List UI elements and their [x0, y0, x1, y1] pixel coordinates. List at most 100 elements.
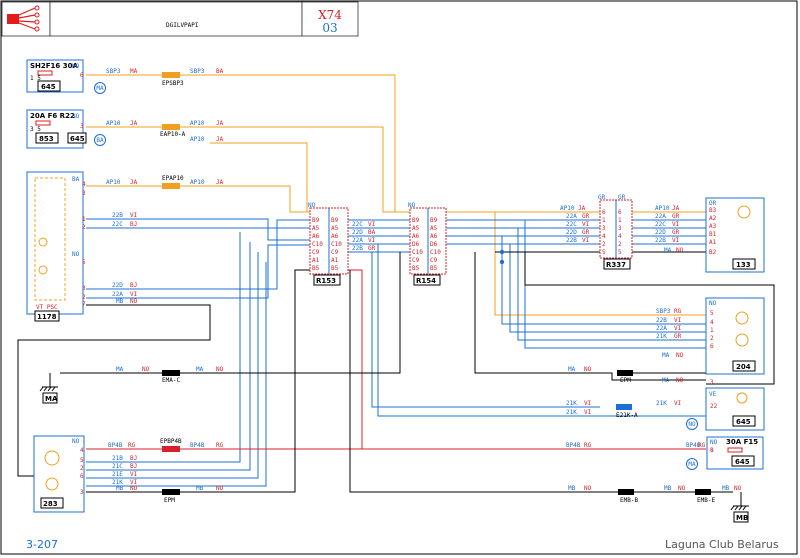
- svg-text:20A F6 R22: 20A F6 R22: [30, 112, 75, 120]
- wire-label: 21E: [112, 471, 123, 478]
- wire-label: 21C: [112, 463, 123, 470]
- splice-epm-left: [162, 489, 180, 495]
- connector-head-label: NO: [408, 202, 416, 209]
- wire-label: VI: [674, 325, 682, 332]
- svg-text:3 5: 3 5: [30, 126, 41, 133]
- connector-pin-label: 6: [602, 209, 606, 216]
- connector-pin-label: B5: [312, 265, 320, 272]
- connector-head-label: GR: [598, 194, 606, 201]
- svg-text:EPBP4B: EPBP4B: [160, 438, 182, 445]
- wire-label: AP10: [190, 120, 205, 127]
- svg-text:EPM: EPM: [164, 497, 175, 504]
- wire-label: 22C: [655, 221, 666, 228]
- wire-label: SBP3: [656, 308, 671, 315]
- wire-label: 22C: [352, 221, 363, 228]
- svg-text:645: 645: [70, 135, 85, 143]
- connector-pin-label: 6: [618, 209, 622, 216]
- fuse-icon: [35, 120, 51, 126]
- wire-label: 22D: [655, 229, 666, 236]
- wire-label: 21K: [566, 409, 577, 416]
- pin-number: A3: [709, 223, 717, 230]
- svg-text:645: 645: [736, 418, 751, 426]
- pin-number: 6: [80, 473, 84, 480]
- connector-pin-label: A6: [312, 233, 320, 240]
- wire-label: BJ: [130, 221, 137, 228]
- wire-label: 21K: [656, 333, 667, 340]
- connector-pin-label: D6: [412, 241, 420, 248]
- connector-pin-label: A5: [331, 225, 339, 232]
- wire-label: RG: [674, 308, 682, 315]
- svg-text:853: 853: [39, 135, 54, 143]
- wire-label: GR: [368, 245, 376, 252]
- earth-mb: MB: [730, 492, 749, 523]
- connector-pin-label: A1: [312, 257, 320, 264]
- wire-label: NO: [216, 485, 224, 492]
- connector-pin-label: 4: [618, 233, 622, 240]
- svg-text:EMB-B: EMB-B: [620, 497, 638, 504]
- motor-icon: [38, 265, 48, 275]
- wire-label: NO: [676, 247, 684, 254]
- fuse-box-f15: 30A F15 645 NO 8: [706, 436, 764, 470]
- wire-label: MB: [116, 485, 124, 492]
- svg-text:OR: OR: [709, 200, 717, 207]
- connector-pin-label: C10: [412, 249, 423, 256]
- wire-label: VI: [672, 221, 680, 228]
- component-1178: BA NO VT PSC 1178: [26, 171, 84, 322]
- wire-label: 21B: [112, 455, 123, 462]
- fuse-box-f6-r22: 20A F6 R22 3 5 853 645 NO 3: [26, 109, 87, 149]
- connector-pin-label: C9: [312, 249, 320, 256]
- svg-text:8: 8: [710, 447, 714, 454]
- pin-number: 5: [80, 457, 84, 464]
- wire-label: MA: [568, 366, 576, 373]
- component-204: NO 204: [705, 297, 765, 375]
- connector-pin-label: 1: [618, 217, 622, 224]
- svg-text:EMA-C: EMA-C: [162, 377, 180, 384]
- splice-epbp4b: [162, 446, 180, 452]
- pin-number: 7: [82, 301, 86, 308]
- pin-number: 3: [82, 285, 86, 292]
- pin-number: 2: [82, 294, 86, 301]
- component-133: OR 133: [705, 197, 765, 273]
- wire-label: BP4B: [108, 442, 123, 449]
- svg-text:NO: NO: [72, 251, 80, 258]
- circle-tag-ma-2: MA: [688, 461, 696, 468]
- svg-text:1 5: 1 5: [30, 75, 41, 82]
- junction-dot: [499, 249, 505, 255]
- connector-pin-label: B5: [331, 265, 339, 272]
- wire-label: VI: [582, 221, 590, 228]
- junction-dot: [499, 259, 505, 265]
- connector-pin-label: A6: [430, 233, 438, 240]
- wire-label: JA: [130, 179, 138, 186]
- wire-label: VI: [674, 317, 682, 324]
- wire-label: MA: [196, 366, 204, 373]
- wire-label: JA: [216, 179, 224, 186]
- connector-pin-label: A6: [331, 233, 339, 240]
- wire-label: AP10: [560, 205, 575, 212]
- svg-text:30A F15: 30A F15: [726, 438, 758, 446]
- wire-label: RG: [216, 442, 224, 449]
- wire-label: NO: [130, 485, 138, 492]
- svg-text:EAP10-A: EAP10-A: [160, 131, 186, 138]
- connector-pin-label: A5: [312, 225, 320, 232]
- wire-label: 22A: [112, 291, 123, 298]
- pin-number: 2: [82, 224, 86, 231]
- pin-number: 1: [710, 327, 714, 334]
- wire-label: 21K: [566, 400, 577, 407]
- wire-label: MA: [130, 68, 138, 75]
- wire-label: VI: [368, 221, 376, 228]
- wire-label: NO: [142, 366, 150, 373]
- wire-label: NO: [734, 485, 742, 492]
- wire-label: 22A: [656, 325, 667, 332]
- svg-text:6: 6: [80, 72, 84, 79]
- connector-pin-label: D6: [430, 241, 438, 248]
- wire-label: 22D: [112, 282, 123, 289]
- component-645: VE 645: [705, 387, 765, 431]
- wire-label: VI: [672, 237, 680, 244]
- svg-text:MA: MA: [45, 395, 58, 403]
- svg-text:EPSBP3: EPSBP3: [162, 80, 184, 87]
- pin-number: 6: [710, 343, 714, 350]
- wire-label: AP10: [106, 120, 121, 127]
- wire-label: VI: [584, 409, 592, 416]
- connector-head-label: GR: [618, 194, 626, 201]
